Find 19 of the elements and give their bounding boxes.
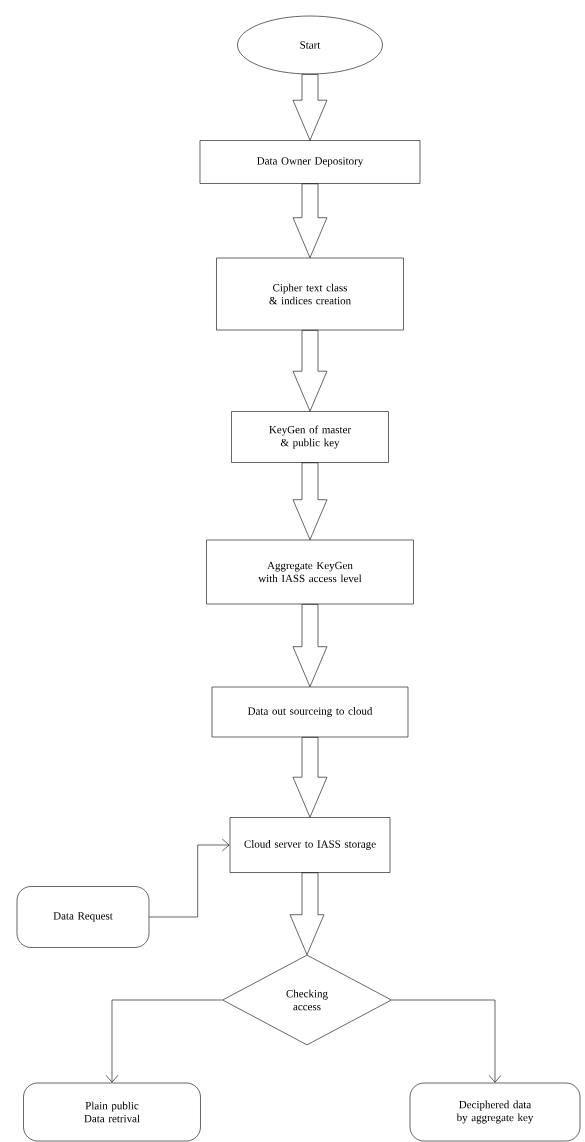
process-box: KeyGen of master & public key <box>231 411 389 463</box>
block-arrow <box>292 330 328 412</box>
process-box: Data out sourceing to cloud <box>211 686 409 738</box>
arrow <box>391 999 502 1083</box>
block-arrow <box>292 604 328 687</box>
process-box: Aggregate KeyGen with IASS access level <box>206 539 414 605</box>
block-arrow <box>292 462 328 540</box>
block-arrow <box>292 737 328 818</box>
process-box: Data Owner Depository <box>199 140 421 184</box>
arrow <box>105 999 223 1083</box>
arrow <box>149 838 230 918</box>
block-arrow <box>292 74 328 141</box>
rounded-box: Data Request <box>16 886 150 948</box>
block-arrow <box>289 872 325 955</box>
process-box: Cloud server to IASS storage <box>229 817 391 873</box>
rounded-box: Deciphered data by aggregate key <box>409 1082 581 1142</box>
rounded-box: Plain public Data retrival <box>23 1082 201 1142</box>
process-box: Cipher text class & indices creation <box>216 257 404 331</box>
block-arrow <box>292 183 328 258</box>
